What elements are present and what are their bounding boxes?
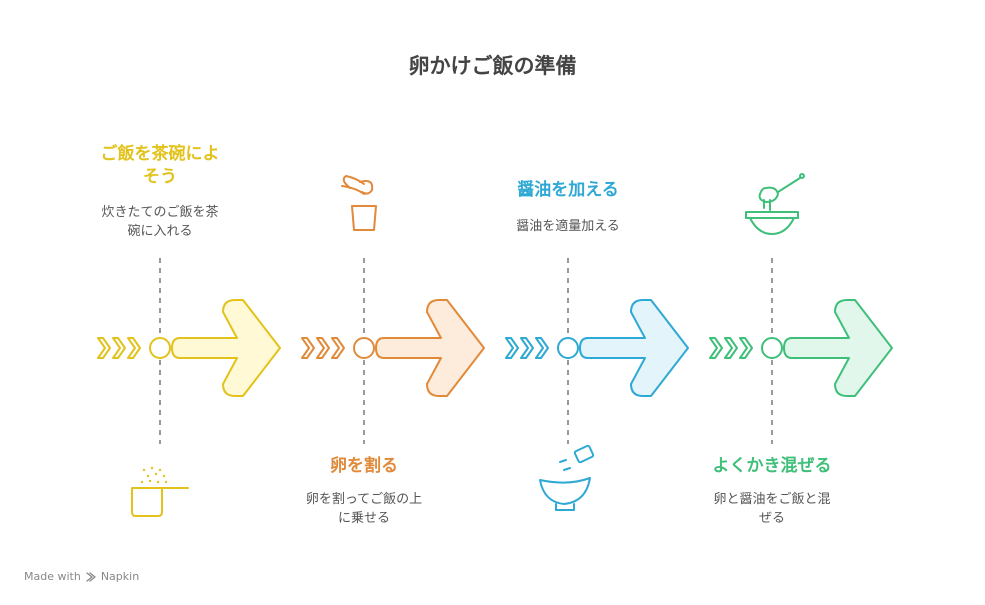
step-title: よくかき混ぜる [677, 455, 867, 478]
chevron-icon [331, 337, 345, 359]
step-description-line: に乗せる [337, 511, 390, 526]
napkin-brand-label: Napkin [100, 570, 140, 583]
chevron-icon [709, 337, 723, 359]
step-description-line: 炊きたてのご飯を茶 [101, 205, 219, 220]
step-title: ご飯を茶碗によそう [65, 143, 255, 189]
napkin-logo-icon [86, 571, 96, 582]
step-description: 卵と醤油をご飯と混ぜる [682, 490, 862, 528]
step-4 [709, 173, 893, 444]
chevron-icon [724, 337, 738, 359]
step-description: 醤油を適量加える [478, 217, 658, 236]
made-with-label: Made with [24, 570, 81, 583]
step-1 [97, 258, 281, 517]
step-node [557, 337, 579, 359]
step-title-line: ご飯を茶碗によ [100, 144, 220, 164]
mixing-bowl-icon [745, 173, 805, 235]
step-description-line: ぜる [758, 511, 785, 526]
step-description-line: 碗に入れる [127, 224, 193, 239]
step-2 [301, 175, 485, 444]
rice-cooker-pot-icon [131, 466, 189, 517]
soy-sauce-bowl-icon [539, 444, 595, 511]
step-3 [505, 258, 689, 511]
chevron-icon [112, 337, 126, 359]
chevron-icon [127, 337, 141, 359]
footer-attribution: Made with Napkin [24, 570, 139, 583]
chevron-icon [739, 337, 753, 359]
chevron-icon [97, 337, 111, 359]
step-description: 卵を割ってご飯の上に乗せる [274, 490, 454, 528]
arrow-icon [783, 299, 893, 397]
chevron-icon [316, 337, 330, 359]
chevron-icon [520, 337, 534, 359]
step-title-line: 卵を割る [330, 456, 398, 476]
egg-cracking-icon [341, 175, 377, 231]
step-title: 卵を割る [269, 455, 459, 478]
arrow-icon [579, 299, 689, 397]
step-title-line: よくかき混ぜる [712, 456, 832, 476]
arrow-icon [375, 299, 485, 397]
step-node [761, 337, 783, 359]
step-description-line: 醤油を適量加える [516, 219, 620, 234]
step-title-line: そう [143, 167, 177, 187]
step-description-line: 卵を割ってご飯の上 [305, 492, 423, 507]
step-title-line: 醤油を加える [517, 180, 619, 200]
step-description-line: 卵と醤油をご飯と混 [713, 492, 831, 507]
chevron-icon [535, 337, 549, 359]
chevron-icon [505, 337, 519, 359]
page-title: 卵かけご飯の準備 [408, 54, 577, 78]
step-description: 炊きたてのご飯を茶碗に入れる [70, 203, 250, 241]
arrow-icon [171, 299, 281, 397]
step-title: 醤油を加える [473, 179, 663, 202]
chevron-icon [301, 337, 315, 359]
step-node [149, 337, 171, 359]
step-node [353, 337, 375, 359]
